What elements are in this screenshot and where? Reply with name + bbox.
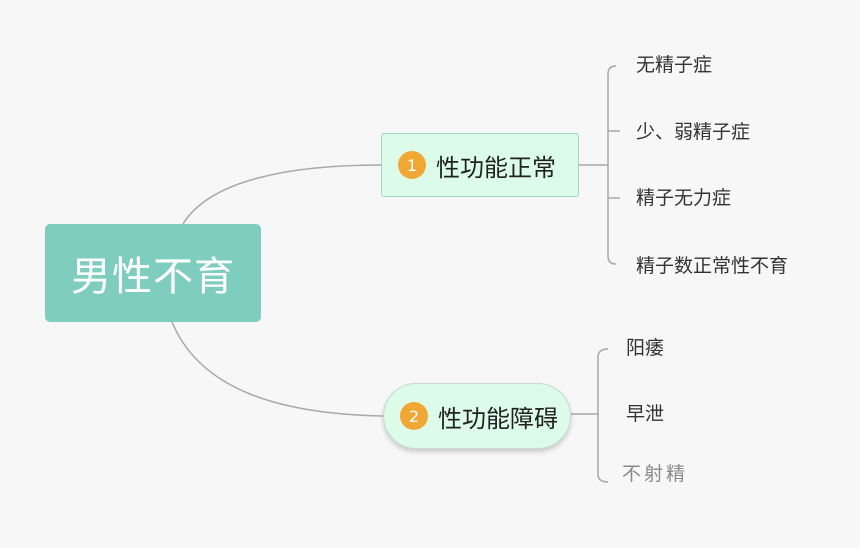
leaf-2-3[interactable]: 不射精 xyxy=(622,463,689,485)
leaf-2-2[interactable]: 早泄 xyxy=(626,403,665,425)
leaf-1-1[interactable]: 无精子症 xyxy=(636,54,713,76)
connector-root-branch-1 xyxy=(182,164,382,225)
branch-2-number-badge: 2 xyxy=(400,402,428,430)
leaf-1-4[interactable]: 精子数正常性不育 xyxy=(636,255,789,277)
connector-branch-2-bracket xyxy=(597,348,609,483)
leaf-1-3[interactable]: 精子无力症 xyxy=(636,187,732,209)
branch-1-number-badge: 1 xyxy=(398,151,426,179)
leaf-2-1[interactable]: 阳痿 xyxy=(626,337,665,359)
branch-node-1[interactable]: 1 性功能正常 xyxy=(381,133,579,197)
branch-node-2[interactable]: 2 性功能障碍 xyxy=(383,383,571,449)
branch-1-label: 性功能正常 xyxy=(436,153,556,182)
root-label: 男性不育 xyxy=(71,254,235,300)
leaf-1-2[interactable]: 少、弱精子症 xyxy=(636,121,751,143)
branch-2-label: 性功能障碍 xyxy=(438,404,558,433)
root-node[interactable]: 男性不育 xyxy=(45,224,261,322)
connector-root-branch-2 xyxy=(171,321,384,417)
connector-branch-1-bracket xyxy=(607,65,617,265)
